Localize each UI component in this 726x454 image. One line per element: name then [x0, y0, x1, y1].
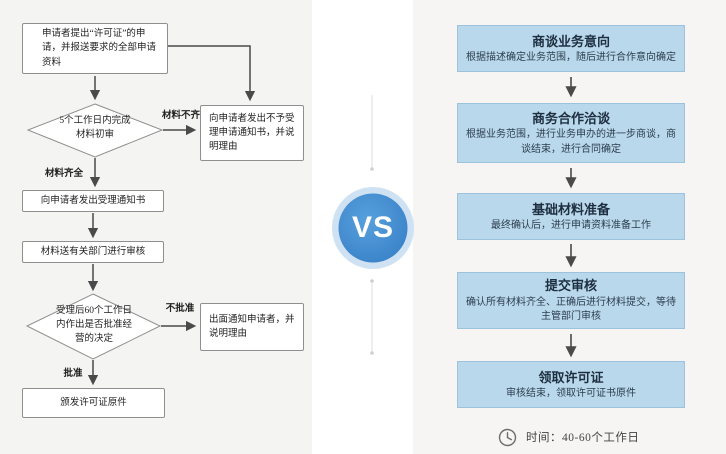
flow-box-issue-license: 颁发许可证原件	[22, 388, 165, 418]
divider-dot	[370, 167, 374, 171]
step-desc: 最终确认后，进行申请资料准备工作	[491, 220, 651, 231]
step-title: 商谈业务意向	[531, 33, 610, 49]
step-desc: 根据业务范围，进行业务申办的进一步商谈，商谈结束，进行合同确定	[466, 129, 676, 155]
label-not-approved: 不批准	[165, 304, 195, 314]
flow-diamond-decision-label: 受理后60个工作日内作出是否批准经营的决定	[55, 306, 132, 344]
flow-box-issue-license-text: 颁发许可证原件	[60, 397, 127, 408]
label-materials-incomplete: 材料不齐	[161, 111, 200, 121]
step-business-intent: 商谈业务意向 根据描述确定业务范围，随后进行合作意向确定	[457, 25, 685, 72]
step-material-preparation: 基础材料准备 最终确认后，进行申请资料准备工作	[457, 193, 685, 240]
flow-box-notify-applicant: 出面通知申请者，并说明理由	[200, 303, 304, 351]
flow-box-reject-notice-text: 向申请者发出不予受理申请通知书，并说明理由	[209, 113, 295, 153]
flow-box-accept-notice: 向申请者发出受理通知书	[22, 190, 164, 212]
time-note-text: 时间：40-60个工作日	[526, 432, 640, 444]
left-flowchart-panel	[0, 0, 312, 454]
step-cooperation-talks: 商务合作洽谈 根据业务范围，进行业务申办的进一步商谈，商谈结束，进行合同确定	[457, 103, 685, 163]
divider-dot	[370, 351, 374, 355]
label-approved: 批准	[63, 369, 83, 379]
flow-box-apply-text: 申请者提出“许可证”的申请，并报送要求的全部申请资料	[42, 29, 157, 68]
flow-box-send-review: 材料送有关部门进行审核	[22, 241, 164, 263]
step-receive-license: 领取许可证 审核结束，领取许可证书原件	[457, 361, 685, 408]
step-title: 基础材料准备	[531, 201, 610, 217]
flow-box-reject-notice: 向申请者发出不予受理申请通知书，并说明理由	[200, 105, 304, 161]
clock-icon	[498, 428, 517, 446]
step-title: 提交审核	[544, 278, 597, 294]
label-materials-complete: 材料齐全	[44, 169, 83, 179]
time-note: 时间：40-60个工作日	[498, 427, 639, 447]
step-desc: 审核结束，领取许可证书原件	[506, 388, 636, 399]
divider-dot	[370, 279, 374, 283]
flow-diamond-initial-review-label: 5个工作日内完成材料初审	[59, 116, 131, 140]
vs-badge: VS	[351, 211, 395, 244]
flow-box-apply: 申请者提出“许可证”的申请，并报送要求的全部申请资料	[22, 23, 168, 74]
flow-box-accept-notice-text: 向申请者发出受理通知书	[40, 195, 146, 206]
step-title: 领取许可证	[538, 369, 604, 385]
step-submit-review: 提交审核 确认所有材料齐全、正确后进行材料提交，等待主管部门审核	[457, 272, 685, 329]
step-title: 商务合作洽谈	[531, 110, 610, 126]
flow-box-notify-applicant-text: 出面通知申请者，并说明理由	[209, 314, 295, 339]
step-desc: 根据描述确定业务范围，随后进行合作意向确定	[466, 52, 676, 63]
flow-box-send-review-text: 材料送有关部门进行审核	[40, 246, 146, 257]
step-desc: 确认所有材料齐全、正确后进行材料提交，等待主管部门审核	[466, 296, 676, 323]
